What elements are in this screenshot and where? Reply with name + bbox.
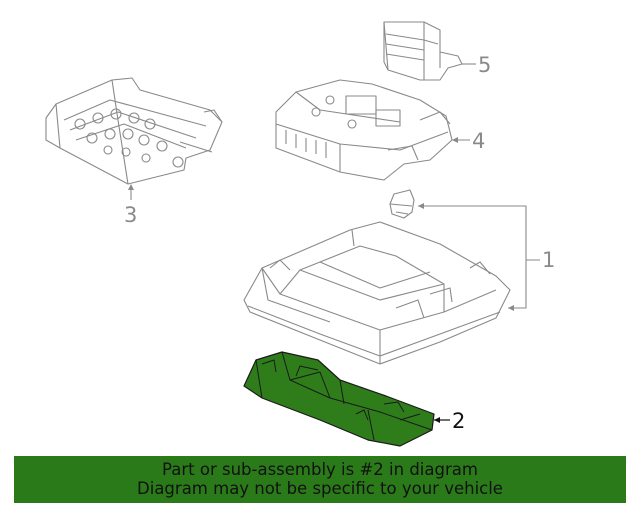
part-4-module[interactable]	[275, 79, 453, 181]
callout-1: 1	[542, 248, 555, 272]
leader-1	[418, 205, 540, 309]
part-3-bracket[interactable]	[45, 77, 223, 185]
part-1-housing[interactable]	[243, 221, 511, 365]
banner-line-2: Diagram may not be specific to your vehi…	[137, 479, 503, 498]
callout-2: 2	[452, 409, 465, 433]
callout-4: 4	[472, 129, 485, 153]
part-2-highlighted[interactable]	[243, 351, 435, 447]
banner-line-1: Part or sub-assembly is #2 in diagram	[162, 460, 478, 479]
part-5-connector[interactable]	[383, 21, 463, 81]
callout-3: 3	[124, 203, 137, 227]
callout-5: 5	[478, 53, 491, 77]
clip-fastener[interactable]	[389, 189, 415, 219]
info-banner: Part or sub-assembly is #2 in diagram Di…	[14, 456, 626, 503]
